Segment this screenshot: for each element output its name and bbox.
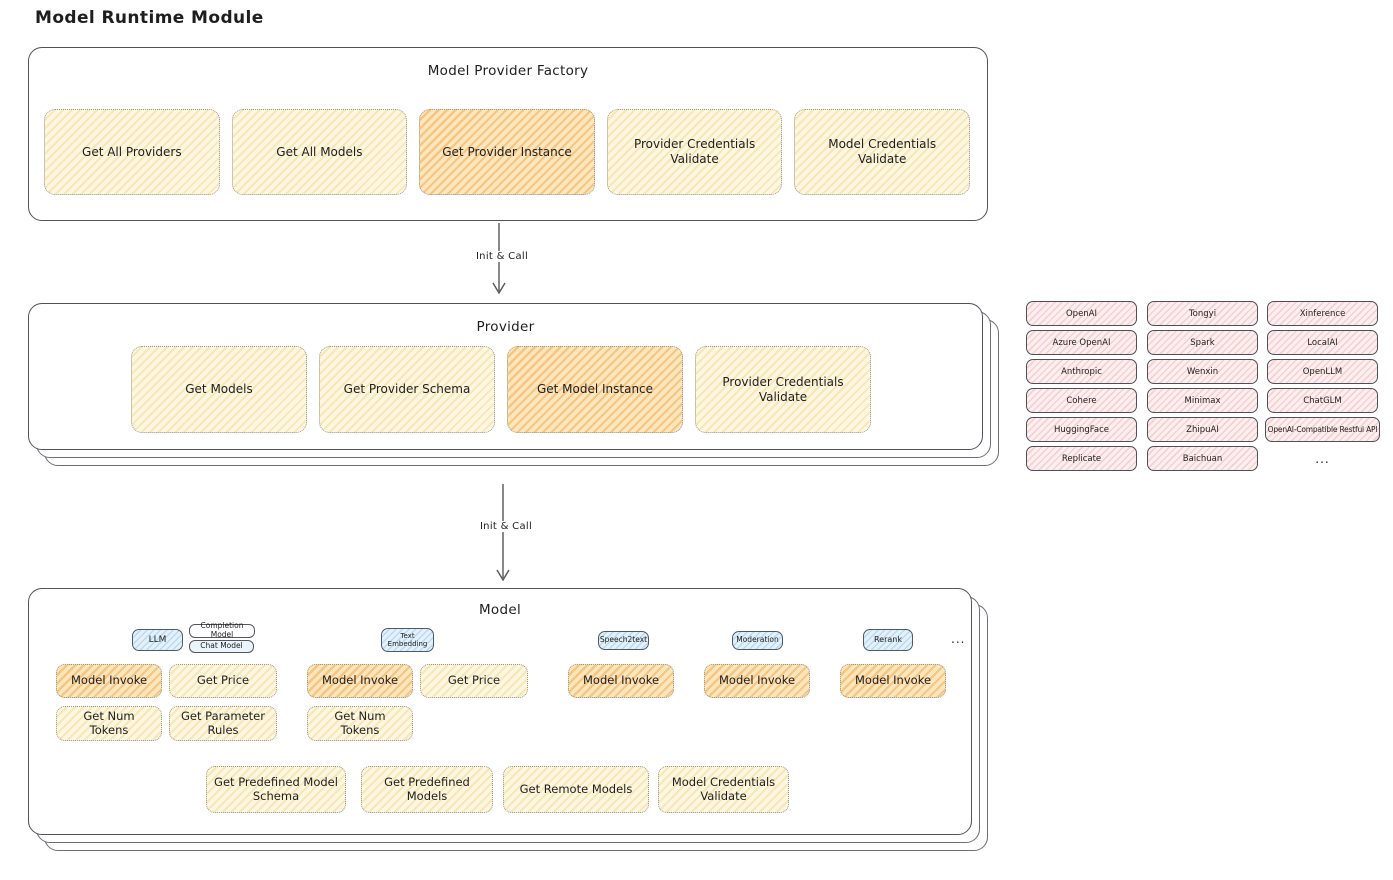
provider-chip-baichuan: Baichuan [1147, 446, 1258, 471]
provider-chip-wenxin: Wenxin [1147, 359, 1258, 384]
provider-chips-grid: OpenAI Azure OpenAI Anthropic Cohere Hug… [1026, 301, 1381, 471]
provider-chip-openai-compatible-restful-api: OpenAI-Compatible Restful API [1265, 417, 1380, 442]
node-get-all-models: Get All Models [231, 109, 408, 195]
node-model-credentials-validate-2: Model Credentials Validate [658, 766, 789, 813]
node-get-predefined-models: Get Predefined Models [361, 766, 493, 813]
model-box: Model LLM Completion Model Chat Model Te… [28, 588, 972, 835]
node-llm-get-num-tokens: Get Num Tokens [56, 706, 162, 741]
node-text-embedding-model-invoke: Model Invoke [307, 664, 413, 698]
chips-column-2: Tongyi Spark Wenxin Minimax ZhipuAI Baic… [1147, 301, 1258, 471]
node-get-models: Get Models [131, 346, 307, 433]
chips-column-3: Xinference LocalAI OpenLLM ChatGLM OpenA… [1265, 301, 1380, 471]
provider-functions-row: Get Models Get Provider Schema Get Model… [131, 346, 871, 433]
chips-column-1: OpenAI Azure OpenAI Anthropic Cohere Hug… [1026, 301, 1137, 471]
arrow-down-icon [496, 484, 510, 582]
provider-chip-localai: LocalAI [1267, 330, 1378, 355]
node-provider-credentials-validate-2: Provider Credentials Validate [695, 346, 871, 433]
provider-chip-chatglm: ChatGLM [1267, 388, 1378, 413]
node-provider-credentials-validate: Provider Credentials Validate [606, 109, 783, 195]
node-moderation-model-invoke: Model Invoke [704, 664, 810, 698]
init-call-label-1: Init & Call [460, 251, 544, 262]
provider-chip-minimax: Minimax [1147, 388, 1258, 413]
model-provider-factory-box: Model Provider Factory Get All Providers… [28, 47, 988, 221]
provider-chip-replicate: Replicate [1026, 446, 1137, 471]
node-llm-get-parameter-rules: Get Parameter Rules [169, 706, 277, 741]
node-model-credentials-validate: Model Credentials Validate [794, 109, 970, 195]
node-get-remote-models: Get Remote Models [503, 766, 649, 813]
provider-chip-spark: Spark [1147, 330, 1258, 355]
provider-chip-anthropic: Anthropic [1026, 359, 1137, 384]
tag-chat-model: Chat Model [189, 640, 254, 653]
node-text-embedding-get-num-tokens: Get Num Tokens [307, 706, 413, 741]
node-label: Get All Models [276, 144, 363, 159]
tag-llm: LLM [132, 629, 183, 651]
node-label: Get Provider Schema [343, 382, 471, 396]
init-call-label-2: Init & Call [464, 521, 548, 532]
tag-moderation: Moderation [732, 631, 783, 650]
provider-chip-openllm: OpenLLM [1267, 359, 1378, 384]
model-label: Model [478, 602, 522, 618]
factory-label: Model Provider Factory [427, 63, 589, 79]
node-rerank-model-invoke: Model Invoke [840, 664, 946, 698]
provider-chips-more: ... [1315, 451, 1330, 466]
provider-chip-azure-openai: Azure OpenAI [1026, 330, 1137, 355]
node-label: Provider Credentials Validate [722, 374, 844, 404]
node-get-predefined-model-schema: Get Predefined Model Schema [206, 766, 346, 813]
provider-chip-zhipuai: ZhipuAI [1147, 417, 1258, 442]
provider-chip-huggingface: HuggingFace [1026, 417, 1137, 442]
provider-chip-cohere: Cohere [1026, 388, 1137, 413]
provider-chip-openai: OpenAI [1026, 301, 1137, 326]
diagram-title: Model Runtime Module [35, 8, 264, 28]
node-get-provider-instance: Get Provider Instance [419, 109, 595, 195]
factory-functions-row: Get All Providers Get All Models Get Pro… [44, 109, 970, 195]
node-get-model-instance: Get Model Instance [507, 346, 683, 433]
node-text-embedding-get-price: Get Price [420, 664, 528, 698]
node-llm-model-invoke: Model Invoke [56, 664, 162, 698]
node-get-provider-schema: Get Provider Schema [319, 346, 495, 433]
init-call-arrow-2 [493, 484, 513, 584]
tag-text-embedding: Text Embedding [381, 628, 434, 652]
provider-label: Provider [476, 319, 535, 335]
tag-completion-model: Completion Model [189, 622, 255, 639]
provider-box: Provider Get Models Get Provider Schema … [28, 303, 983, 450]
node-speech2text-model-invoke: Model Invoke [568, 664, 674, 698]
node-label: Model Credentials Validate [828, 137, 937, 166]
provider-chip-tongyi: Tongyi [1147, 301, 1258, 326]
node-label: Get Provider Instance [442, 144, 572, 159]
node-get-all-providers: Get All Providers [44, 109, 220, 195]
tag-speech2text: Speech2text [598, 631, 649, 650]
tag-rerank: Rerank [863, 629, 913, 651]
more-model-types: ... [951, 632, 966, 646]
node-label: Get Model Instance [536, 382, 654, 396]
node-label: Get All Providers [82, 144, 182, 159]
node-label: Provider Credentials Validate [633, 137, 756, 166]
provider-chip-xinference: Xinference [1267, 301, 1378, 326]
node-llm-get-price: Get Price [169, 664, 277, 698]
node-label: Get Models [185, 382, 253, 396]
